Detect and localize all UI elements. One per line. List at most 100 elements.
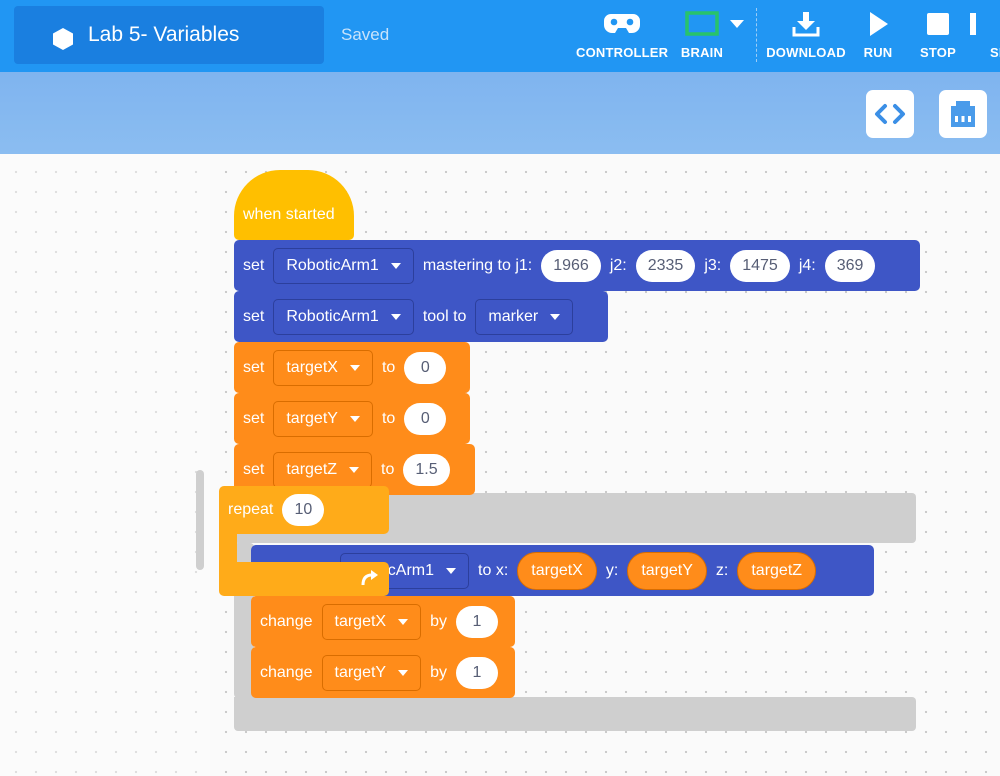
value-input[interactable]: 1 <box>456 656 498 689</box>
device-dropdown[interactable]: RoboticArm1 <box>273 247 414 284</box>
set-targetx-block[interactable]: set targetX to 0 <box>234 342 470 393</box>
toolbar-divider <box>756 8 757 62</box>
repeat-block-bottom[interactable] <box>219 562 389 596</box>
set-label: set <box>243 460 265 478</box>
repeat-count-input[interactable]: 10 <box>282 494 325 526</box>
variable-dropdown[interactable]: targetY <box>321 654 422 691</box>
download-button[interactable]: DOWNLOAD <box>762 10 850 66</box>
value-input[interactable]: 0 <box>404 351 447 384</box>
controller-button[interactable]: CONTROLLER <box>576 10 668 66</box>
repeat-label: repeat <box>228 501 274 518</box>
caret-down-icon <box>446 567 457 574</box>
workspace-scrollbar[interactable] <box>196 470 204 570</box>
by-label: by <box>430 663 447 681</box>
j3-label: j3: <box>704 256 722 274</box>
variable-dropdown[interactable]: targetX <box>273 349 373 386</box>
to-label: to <box>381 460 395 478</box>
change-targety-block[interactable]: change targetY by 1 <box>251 647 515 698</box>
play-icon <box>870 12 888 36</box>
top-toolbar: Lab 5- Variables Saved CONTROLLER BRAIN … <box>0 0 1000 72</box>
tool-to-label: tool to <box>422 307 467 325</box>
to-label: to <box>381 409 396 427</box>
by-label: by <box>430 612 447 630</box>
brain-button[interactable]: BRAIN <box>678 10 726 66</box>
set-mastering-block[interactable]: set RoboticArm1 mastering to j1: 1966 j2… <box>234 240 920 291</box>
variable-dropdown[interactable]: targetY <box>273 400 373 437</box>
when-started-label: when started <box>243 206 335 223</box>
caret-down-icon <box>349 466 360 473</box>
variable-dropdown[interactable]: targetZ <box>273 451 373 488</box>
change-targetx-block[interactable]: change targetX by 1 <box>251 596 515 647</box>
targety-reporter[interactable]: targetY <box>627 551 707 590</box>
to-label: to <box>381 358 396 376</box>
j1-input[interactable]: 1966 <box>541 249 601 282</box>
run-label: RUN <box>863 45 893 60</box>
code-view-button[interactable] <box>866 90 914 138</box>
set-label: set <box>243 307 265 325</box>
z-label: z: <box>715 561 729 579</box>
run-button[interactable]: RUN <box>858 10 898 66</box>
targetx-reporter[interactable]: targetX <box>517 551 597 590</box>
value-input[interactable]: 1.5 <box>403 453 450 486</box>
repeat-block-arm[interactable] <box>219 534 237 564</box>
y-label: y: <box>605 561 619 579</box>
caret-down-icon <box>550 313 561 320</box>
targetz-reporter[interactable]: targetZ <box>737 551 817 590</box>
caret-down-icon <box>390 262 401 269</box>
loop-arrow-icon <box>361 570 378 586</box>
stop-label: STOP <box>920 45 956 60</box>
gamepad-icon <box>604 14 640 33</box>
stop-icon <box>927 13 949 35</box>
j2-label: j2: <box>609 256 627 274</box>
when-started-block[interactable]: when started <box>234 170 354 240</box>
share-button[interactable]: SI <box>968 10 1000 66</box>
share-label: SI <box>990 45 1000 60</box>
value-input[interactable]: 1 <box>456 605 498 638</box>
value-input[interactable]: 0 <box>404 402 447 435</box>
download-label: DOWNLOAD <box>766 45 846 60</box>
set-targety-block[interactable]: set targetY to 0 <box>234 393 470 444</box>
set-label: set <box>243 358 265 376</box>
variable-name: targetX <box>286 358 338 376</box>
tool-dropdown[interactable]: marker <box>475 298 574 335</box>
device-name: RoboticArm1 <box>286 307 379 325</box>
to-x-label: to x: <box>478 561 509 579</box>
drop-preview-bottom <box>234 697 916 731</box>
variable-name: targetY <box>286 409 338 427</box>
set-label: set <box>243 409 265 427</box>
workspace-grid-left <box>0 154 210 776</box>
caret-down-icon <box>349 415 360 422</box>
j4-input[interactable]: 369 <box>824 249 876 282</box>
variable-dropdown[interactable]: targetX <box>321 603 422 640</box>
device-dropdown[interactable]: RoboticArm1 <box>273 298 414 335</box>
j2-input[interactable]: 2335 <box>635 249 696 282</box>
set-label: set <box>243 256 265 274</box>
set-tool-block[interactable]: set RoboticArm1 tool to marker <box>234 291 608 342</box>
device-ports-button[interactable] <box>939 90 987 138</box>
stop-button[interactable]: STOP <box>916 10 960 66</box>
tool-name: marker <box>488 307 539 325</box>
caret-down-icon <box>398 669 409 676</box>
brain-device-icon <box>685 11 719 36</box>
change-label: change <box>260 663 313 681</box>
variable-name: targetY <box>334 663 387 681</box>
project-title[interactable]: Lab 5- Variables <box>88 23 240 46</box>
hexagon-icon <box>53 28 73 50</box>
j3-input[interactable]: 1475 <box>730 249 790 282</box>
caret-down-icon <box>398 618 409 625</box>
caret-down-icon <box>349 364 360 371</box>
mastering-label: mastering to j1: <box>422 256 533 274</box>
repeat-block[interactable]: repeat 10 <box>219 486 389 534</box>
caret-down-icon <box>390 313 401 320</box>
change-label: change <box>260 612 313 630</box>
code-brackets-icon <box>875 104 905 124</box>
project-title-box[interactable]: Lab 5- Variables <box>14 6 324 64</box>
device-name: RoboticArm1 <box>286 256 379 274</box>
port-icon <box>951 101 975 127</box>
variable-name: targetX <box>334 612 387 630</box>
variable-name: targetZ <box>286 460 338 478</box>
brain-label: BRAIN <box>680 45 724 60</box>
save-status: Saved <box>341 25 390 44</box>
controller-label: CONTROLLER <box>576 45 669 60</box>
brain-dropdown-chevron-icon[interactable] <box>730 20 744 30</box>
